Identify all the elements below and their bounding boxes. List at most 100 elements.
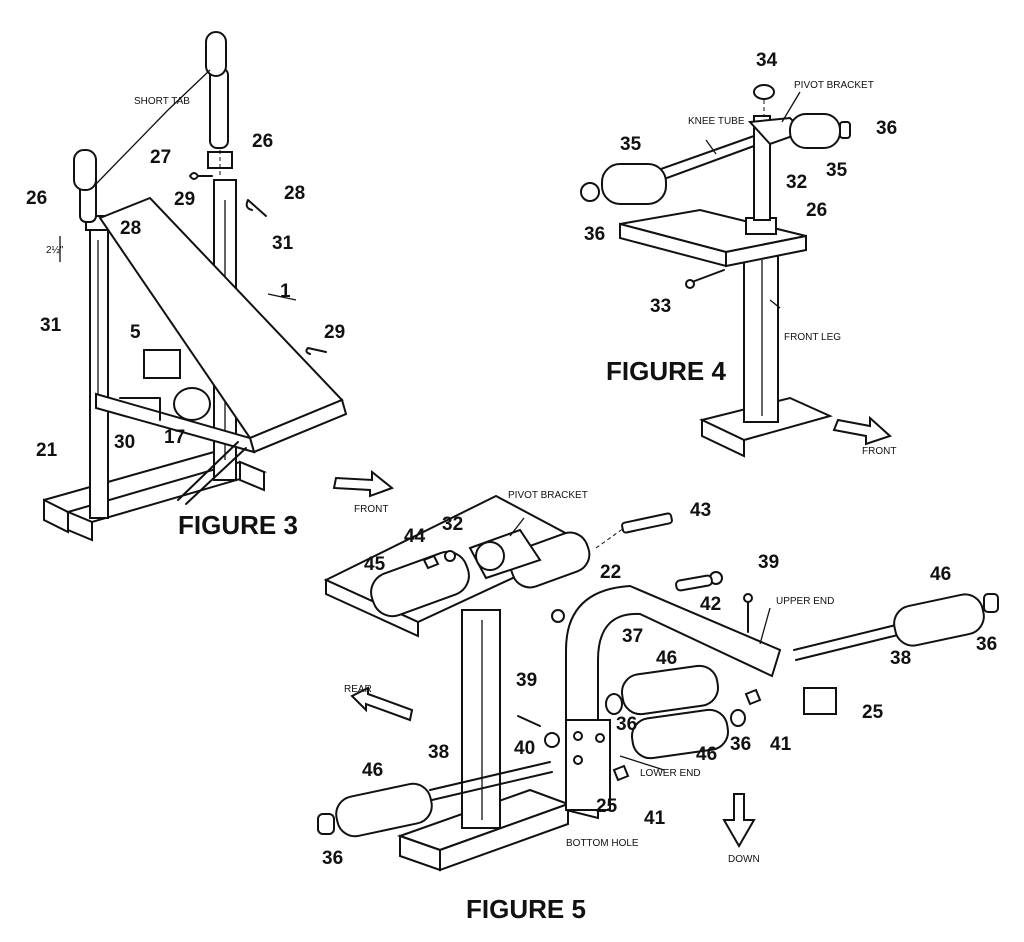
fig4-front-arrow xyxy=(832,415,892,446)
fig5-tube-38-right xyxy=(793,623,901,651)
fig4-front-leg xyxy=(743,255,779,423)
fig5-callout-25-lower: 25 xyxy=(596,796,618,817)
fig3-callout-26-top: 26 xyxy=(252,131,273,152)
fig3-base-rear-end xyxy=(239,460,265,492)
fig5-callout-41-right: 41 xyxy=(770,734,792,755)
figure-3-drawing xyxy=(43,31,395,542)
fig5-rear-arrow xyxy=(350,686,414,722)
fig5-callout-38-left: 38 xyxy=(428,742,449,763)
fig4-seat-front xyxy=(725,234,807,268)
fig3-callout-31-right: 31 xyxy=(272,233,294,254)
fig5-roller-46-left xyxy=(335,782,433,838)
fig4-leader-leg xyxy=(769,299,781,309)
fig3-label-front: FRONT xyxy=(354,504,388,515)
figure-5-drawing xyxy=(317,494,999,872)
fig3-label-dimension: 2½" xyxy=(46,245,64,256)
fig3-label-short-tab: SHORT TAB xyxy=(134,96,190,107)
fig5-bolt-43-guide xyxy=(595,527,625,549)
fig5-roller-46-lower xyxy=(631,708,729,760)
fig5-callout-39-lower: 39 xyxy=(516,670,537,691)
fig5-label-lower-end: LOWER END xyxy=(640,768,701,779)
fig3-callout-30: 30 xyxy=(114,432,135,453)
fig5-label-bottom-hole: BOTTOM HOLE xyxy=(566,838,639,849)
fig4-tube-32 xyxy=(753,115,771,221)
fig3-right-pin xyxy=(209,67,229,149)
fig4-bolt-33 xyxy=(691,269,725,283)
fig5-callout-41-lower: 41 xyxy=(644,808,666,829)
fig5-tube-38-right-edge xyxy=(795,633,903,661)
fig4-leader-pivot xyxy=(781,91,801,123)
fig5-washer-22 xyxy=(551,609,565,623)
fig3-brace xyxy=(177,441,239,501)
fig4-cap-36-right xyxy=(839,121,851,139)
fig5-leader-lower-end xyxy=(619,755,665,771)
fig5-callout-38-right: 38 xyxy=(890,648,911,669)
fig4-leader-knee xyxy=(705,139,717,155)
fig4-callout-36-left: 36 xyxy=(584,224,605,245)
fig5-label-down: DOWN xyxy=(728,854,760,865)
fig5-callout-36-arm: 36 xyxy=(616,714,637,735)
fig5-callout-25-right: 25 xyxy=(862,702,884,723)
fig3-clip-29-top xyxy=(189,172,213,180)
fig5-hole-side xyxy=(595,733,605,743)
fig5-base-side xyxy=(439,802,569,872)
fig3-bracket-5 xyxy=(143,349,181,379)
fig5-front-leg xyxy=(461,609,501,829)
fig4-label-pivot-bracket: PIVOT BRACKET xyxy=(794,80,874,91)
fig3-pivot-17 xyxy=(173,387,211,421)
fig5-callout-37: 37 xyxy=(622,626,643,647)
fig5-callout-36-left: 36 xyxy=(322,848,343,869)
fig3-backrest-side xyxy=(95,392,256,454)
fig5-bolt-39-lower xyxy=(517,715,541,727)
fig5-tube-38-left xyxy=(429,761,551,791)
fig5-roller-46-right xyxy=(893,593,985,647)
fig5-washer-44 xyxy=(444,550,456,562)
fig3-callout-27: 27 xyxy=(150,147,171,168)
fig5-down-arrow xyxy=(722,793,756,849)
fig4-callout-34: 34 xyxy=(756,50,778,71)
fig3-right-pin-handle xyxy=(205,31,227,77)
fig5-callout-46-upper: 46 xyxy=(656,648,677,669)
fig3-pin-28-right xyxy=(245,199,267,217)
fig3-left-pin-handle xyxy=(73,149,97,191)
fig4-bolt-33-head xyxy=(685,279,695,289)
fig5-cap-36-right xyxy=(983,593,999,613)
fig3-brace-edge xyxy=(185,447,247,505)
fig4-callout-35-right: 35 xyxy=(826,160,848,181)
fig5-hole-upper xyxy=(573,731,583,741)
fig4-cap-36-left xyxy=(580,182,600,202)
fig3-callout-28-right: 28 xyxy=(284,183,305,204)
fig3-base-front-face xyxy=(67,510,93,542)
figure-4-title: FIGURE 4 xyxy=(606,356,726,386)
fig5-callout-46-lower: 46 xyxy=(696,744,717,765)
fig5-bolt-43 xyxy=(621,512,673,534)
fig5-callout-32: 32 xyxy=(442,514,463,535)
figure-5-title: FIGURE 5 xyxy=(466,894,586,924)
fig5-bolt-39-top-head xyxy=(743,593,753,603)
fig3-leader-short-tab-2 xyxy=(167,69,211,111)
fig4-label-front-leg: FRONT LEG xyxy=(784,332,841,343)
fig5-callout-36-arm-right: 36 xyxy=(730,734,751,755)
fig5-callout-45: 45 xyxy=(364,554,386,575)
fig4-roller-35-left xyxy=(601,163,667,205)
fig5-callout-42: 42 xyxy=(700,594,721,615)
fig5-spacer-42 xyxy=(675,574,713,592)
fig4-label-front: FRONT xyxy=(862,446,896,457)
fig5-cap-36-left xyxy=(317,813,335,835)
fig5-tube-32 xyxy=(475,541,505,571)
fig4-callout-36-right: 36 xyxy=(876,118,897,139)
fig5-callout-46-left: 46 xyxy=(362,760,383,781)
fig5-roller-front xyxy=(370,550,470,618)
fig5-leader-pivot xyxy=(509,517,525,537)
fig5-arm-37 xyxy=(565,584,782,820)
fig5-hole-bottom xyxy=(573,755,583,765)
fig5-callout-36-right: 36 xyxy=(976,634,997,655)
fig5-washer-40 xyxy=(544,732,560,748)
fig3-callout-21: 21 xyxy=(36,440,58,461)
fig5-leader-upper-end xyxy=(759,607,771,645)
fig3-front-arrow xyxy=(332,469,395,498)
fig5-tube-38-left-edge xyxy=(431,771,553,801)
fig4-cap-34 xyxy=(753,84,775,100)
fig5-label-upper-end: UPPER END xyxy=(776,596,834,607)
fig5-label-rear: REAR xyxy=(344,684,372,695)
